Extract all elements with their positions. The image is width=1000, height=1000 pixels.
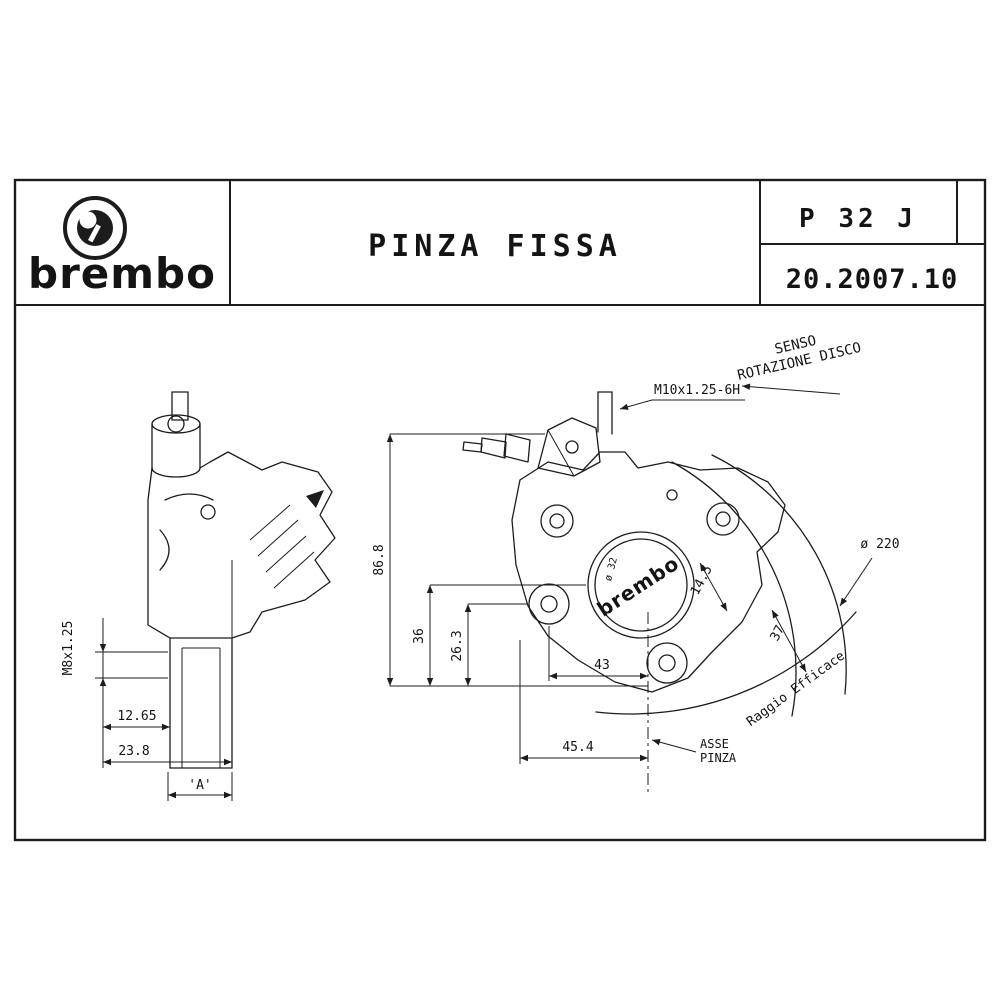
front-view-geometry [462, 391, 857, 795]
dim-37: 37 [768, 623, 789, 644]
front-view-bore-marking: brembo ø 32 [593, 551, 684, 622]
dim-26-3: 26.3 [450, 630, 465, 661]
dim-43: 43 [594, 658, 610, 673]
mount-bolt-left [540, 504, 574, 538]
thread-callout-m10: M10x1.25-6H [654, 383, 740, 398]
side-view-dimensions: M8x1.25 12.65 23.8 'A' [61, 618, 233, 801]
drawing-title: PINZA FISSA [368, 229, 622, 264]
bleed-screw [503, 433, 531, 463]
front-view: brembo ø 32 86.8 36 26.3 43 45.4 [372, 333, 900, 795]
drawing-number: 20.2007.10 [786, 264, 959, 295]
drawing-frame [13, 178, 987, 842]
brand-logo-hole [79, 211, 97, 229]
rotation-arrow [741, 383, 841, 395]
effective-radius-arc [595, 611, 857, 715]
disc-arc-outer [671, 461, 797, 717]
bore-logo-text: brembo [593, 551, 684, 622]
disc-arc-edge [711, 454, 847, 695]
side-view: M8x1.25 12.65 23.8 'A' [61, 391, 336, 801]
axis-label-line2: PINZA [700, 751, 737, 765]
side-view-geometry [147, 391, 336, 769]
brand-logo-text: brembo [28, 249, 216, 298]
bleed-marker [306, 490, 324, 508]
pad-pin-bottom [646, 642, 688, 684]
disc-diameter-label: ø 220 [860, 537, 899, 552]
mount-bolt-right [706, 502, 740, 536]
dim-23-8: 23.8 [118, 744, 149, 759]
brand-logo: brembo [28, 196, 216, 298]
dim-45-4: 45.4 [562, 740, 593, 755]
dim-thread-m8: M8x1.25 [61, 621, 76, 676]
bore-diameter-text: ø 32 [603, 556, 620, 582]
front-view-dimensions: 86.8 36 26.3 43 45.4 14.5 37 ø 220 [372, 383, 900, 764]
dim-a: 'A' [188, 778, 211, 793]
brand-logo-slash [88, 224, 101, 243]
dim-86-8: 86.8 [372, 544, 387, 575]
piston-bore-inner [594, 538, 688, 632]
brand-logo-ring [63, 196, 127, 260]
dim-12-65: 12.65 [117, 709, 156, 724]
part-code: P 32 J [799, 204, 917, 234]
piston-bore-outer [587, 531, 695, 639]
rotation-note: SENSO ROTAZIONE DISCO [736, 333, 863, 384]
axis-leader-arrow [651, 739, 697, 753]
dim-36: 36 [412, 628, 427, 644]
dim-14-5: 14.5 [688, 563, 716, 598]
pad-pin-left [528, 583, 570, 625]
axis-label-line1: ASSE [700, 737, 729, 751]
